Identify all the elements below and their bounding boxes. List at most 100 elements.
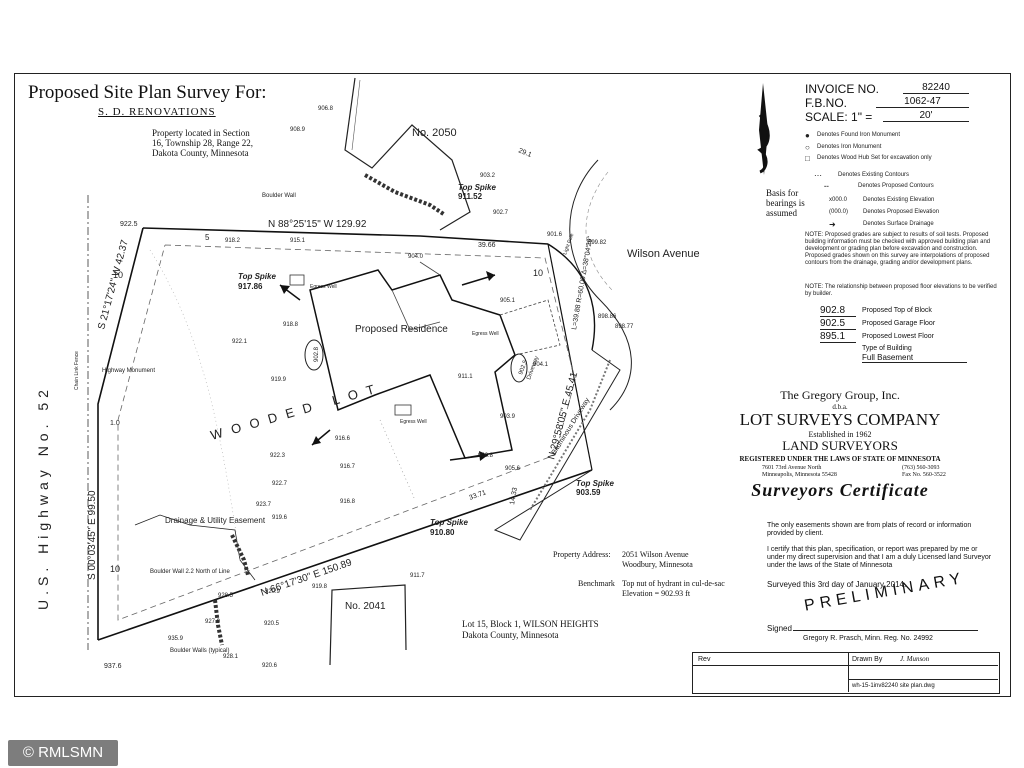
dim-1-0: 1.0 bbox=[110, 420, 120, 427]
elev-927-9: 927.9 bbox=[205, 619, 221, 625]
elev-922-1: 922.1 bbox=[232, 339, 248, 345]
north-arrow bbox=[759, 83, 768, 175]
elev-919-6: 919.6 bbox=[272, 515, 288, 521]
wooded-label: WOODED LOT bbox=[209, 379, 385, 443]
pad-elevation-2: 902.5 bbox=[518, 359, 529, 376]
signed-label: Signed bbox=[767, 624, 792, 633]
company-address-1: 7601 73rd Avenue North bbox=[762, 465, 822, 471]
company-name: LOT SURVEYS COMPANY bbox=[739, 410, 941, 429]
scale-value: 20' bbox=[883, 110, 969, 122]
found-iron-icon: ● bbox=[805, 131, 810, 140]
top-spike-3-value: 903.59 bbox=[576, 488, 601, 497]
boulder-wall-label: Boulder Wall bbox=[262, 193, 296, 199]
elev-916-7: 916.7 bbox=[340, 464, 356, 470]
bituminous-driveway-outline bbox=[493, 349, 621, 541]
building-type-label: Type of Building bbox=[862, 345, 912, 352]
elev-898-86: 898.86 bbox=[598, 314, 617, 320]
dim-33-71: 33.71 bbox=[468, 489, 487, 502]
egress-label-2: Egress Well bbox=[400, 419, 427, 425]
company-address-2: Minneapolis, Minnesota 55428 bbox=[762, 472, 837, 478]
rmls-watermark: © RMLSMN bbox=[8, 740, 118, 766]
dim-39-66: 39.66 bbox=[478, 242, 496, 249]
lot-2041-label: No. 2041 bbox=[345, 601, 386, 612]
elev-905-6: 905.6 bbox=[505, 466, 521, 472]
scale-label: SCALE: 1" = bbox=[805, 110, 873, 124]
chain-link-label: Chain Link Fence bbox=[74, 351, 80, 390]
company-land-surveyors: LAND SURVEYORS bbox=[782, 438, 898, 453]
benchmark-elevation: Elevation = 902.93 ft bbox=[622, 589, 691, 598]
setback-line bbox=[117, 244, 576, 621]
elev-928-1: 928.1 bbox=[223, 654, 239, 660]
lot-2050-boundary bbox=[344, 77, 471, 231]
property-city: Woodbury, Minnesota bbox=[622, 560, 693, 569]
elev-918-2: 918.2 bbox=[225, 238, 241, 244]
top-spike-2: Top Spike bbox=[238, 272, 276, 281]
drainage-arrow-icon: ➜ bbox=[829, 220, 836, 229]
drawn-by-value: J. Munson bbox=[900, 655, 930, 663]
benchmark-text: Top nut of hydrant in cul-de-sac bbox=[622, 579, 725, 588]
elev-923-7: 923.7 bbox=[256, 502, 272, 508]
proposed-contour-icon: ╌ bbox=[824, 182, 829, 191]
elev-value-lowest: 895.1 bbox=[820, 331, 856, 343]
drawn-by-label: Drawn By bbox=[852, 656, 883, 663]
property-address: 2051 Wilson Avenue bbox=[622, 550, 689, 559]
elev-898-77: 898.77 bbox=[615, 324, 634, 330]
legend-row-iron: ○Denotes Iron Monument bbox=[805, 143, 882, 152]
title-block bbox=[692, 652, 1000, 694]
top-spike-3: Top Spike bbox=[576, 479, 614, 488]
light-pole-label: Light Pole bbox=[562, 233, 575, 256]
rev-label: Rev bbox=[698, 656, 711, 663]
client-name: S. D. RENOVATIONS bbox=[98, 106, 216, 118]
boulder-wall-2-label: Boulder Wall 2.2 North of Line bbox=[150, 569, 230, 575]
elev-919-8: 919.8 bbox=[312, 584, 328, 590]
elev-906-8-b: 906.8 bbox=[478, 453, 494, 459]
existing-contour-icon: ⋯ bbox=[814, 171, 822, 180]
north-lot-line bbox=[142, 227, 549, 245]
easement-leader bbox=[134, 514, 256, 581]
company-dba: d.b.a. bbox=[832, 403, 848, 411]
fbno-label: F.B.NO. bbox=[805, 96, 848, 110]
lot-2050-label: No. 2050 bbox=[412, 127, 457, 139]
elev-904-1: 904.1 bbox=[533, 362, 549, 368]
legend-row-proposed-contours: ╌Denotes Proposed Contours bbox=[824, 182, 934, 191]
note-grades: NOTE: Proposed grades are subject to res… bbox=[805, 232, 991, 266]
elev-922-7: 922.7 bbox=[272, 481, 288, 487]
pad-elevation-oval-1 bbox=[304, 339, 324, 371]
top-spike-2-value: 917.86 bbox=[238, 282, 263, 291]
setback-10-east: 10 bbox=[533, 268, 543, 278]
setback-10-west: 10 bbox=[113, 270, 123, 280]
company-fax: Fax No. 560-3522 bbox=[902, 472, 946, 478]
boulder-wall-top bbox=[364, 173, 447, 217]
legend-row-proposed-elev: (000.0)Denotes Proposed Elevation bbox=[829, 209, 940, 215]
elev-903-9: 903.9 bbox=[500, 414, 516, 420]
curb-curve bbox=[547, 243, 596, 351]
building-type-value: Full Basement bbox=[862, 353, 967, 363]
top-spike-1-value: 911.52 bbox=[458, 192, 483, 201]
invoice-value: 82240 bbox=[903, 82, 969, 94]
top-spike-1: Top Spike bbox=[458, 183, 496, 192]
egress-well-1 bbox=[289, 274, 305, 286]
drainage-label: Drainage & Utility Easement bbox=[165, 516, 266, 525]
survey-title: Proposed Site Plan Survey For: bbox=[28, 82, 267, 103]
street-curb bbox=[569, 159, 632, 411]
dim-29-1: 29.1 bbox=[517, 147, 532, 159]
certificate-heading: Surveyors Certificate bbox=[751, 480, 929, 500]
survey-sheet bbox=[14, 73, 1011, 697]
property-location: Property located in Section 16, Township… bbox=[152, 128, 253, 158]
curve-label: L=39.88 R=60.00 Δ=38°04'29" bbox=[570, 235, 594, 330]
elev-911-7: 911.7 bbox=[410, 573, 425, 579]
west-bearing-2: S 00°03'45" E 99.50 bbox=[87, 490, 98, 580]
bearing-note: Basis for bearings is assumed bbox=[766, 188, 805, 218]
highway-label: U.S. Highway No. 52 bbox=[35, 385, 51, 610]
drawing-file-name: wh-15-1inv82240 site plan.dwg bbox=[852, 683, 935, 689]
company-established: Established in 1962 bbox=[808, 430, 872, 439]
egress-label-1: Egress Well bbox=[310, 284, 337, 290]
boulder-wall-lower bbox=[213, 599, 224, 646]
elev-922-5: 922.5 bbox=[120, 221, 138, 228]
setback-10-south: 10 bbox=[110, 564, 120, 574]
egress-label-3: Egress Well bbox=[472, 331, 499, 337]
top-spike-4-value: 910.80 bbox=[430, 528, 455, 537]
elev-911-1: 911.1 bbox=[458, 374, 473, 380]
